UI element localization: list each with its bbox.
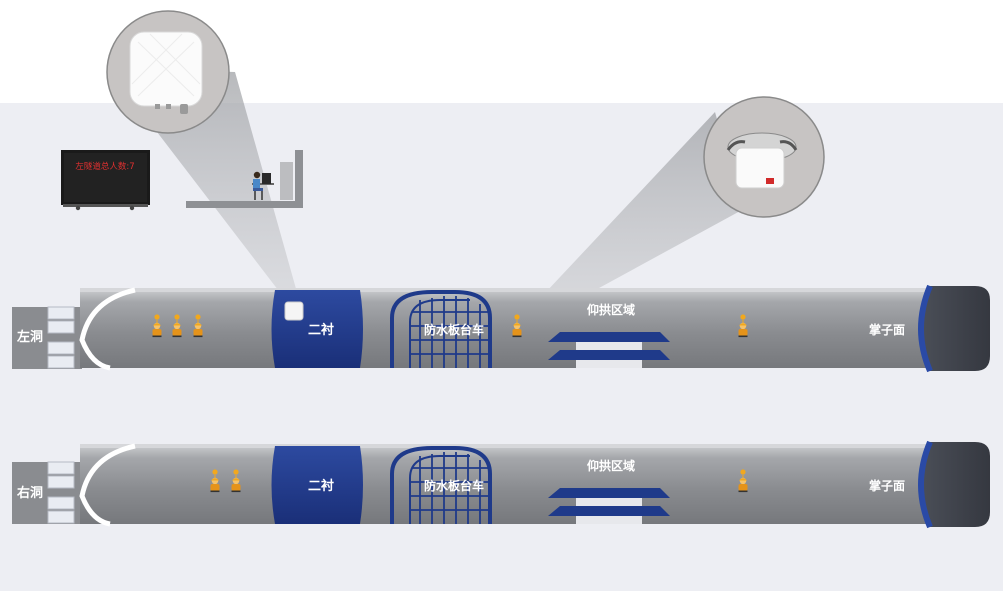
desk-laptop-icon: [262, 173, 271, 184]
tunnel-tube: [80, 446, 940, 524]
tunnel-entrance-arc: [79, 287, 136, 371]
tunnel-entrance-arc: [79, 443, 136, 527]
arch-label: 仰拱区域: [587, 458, 635, 473]
lining-label: 二衬: [308, 478, 334, 494]
secondary-lining: [271, 446, 363, 524]
tunnel-left: 左洞 二衬 防水板台车 仰拱区域: [12, 284, 990, 373]
arch-label: 仰拱区域: [587, 302, 635, 317]
waterproof-trolley: [390, 290, 492, 368]
sensor-beam-right: [515, 112, 742, 330]
control-room-operator: [186, 150, 303, 208]
arch-platform-lower: [548, 350, 670, 360]
tag-device-icon: [735, 147, 785, 189]
monitor-text: 左隧道总人数:7: [75, 161, 134, 172]
router-in-tunnel-icon: [284, 301, 304, 321]
tunnel-right: 右洞 二衬 防水板台车 仰拱区域 掌子面: [12, 440, 990, 529]
face-label: 掌子面: [869, 478, 905, 493]
tag-sensor-callout: [703, 96, 825, 218]
operator-icon: [253, 171, 261, 179]
lining-label: 二衬: [308, 322, 334, 338]
tunnel-face: [922, 442, 990, 527]
tunnel-tube: [80, 290, 940, 368]
info-monitor: 左隧道总人数:7: [61, 150, 150, 211]
waterproof-label: 防水板台车: [424, 478, 484, 493]
router-sensor-callout: [106, 10, 230, 134]
arch-platform-upper: [548, 332, 670, 342]
tunnel-face: [922, 286, 990, 371]
face-label: 掌子面: [869, 322, 905, 337]
waterproof-trolley: [390, 446, 492, 524]
portal-label: 右洞: [16, 485, 43, 501]
arch-platform-lower: [548, 506, 670, 516]
portal-label: 左洞: [17, 329, 43, 345]
waterproof-label: 防水板台车: [424, 322, 484, 337]
arch-platform-upper: [548, 488, 670, 498]
